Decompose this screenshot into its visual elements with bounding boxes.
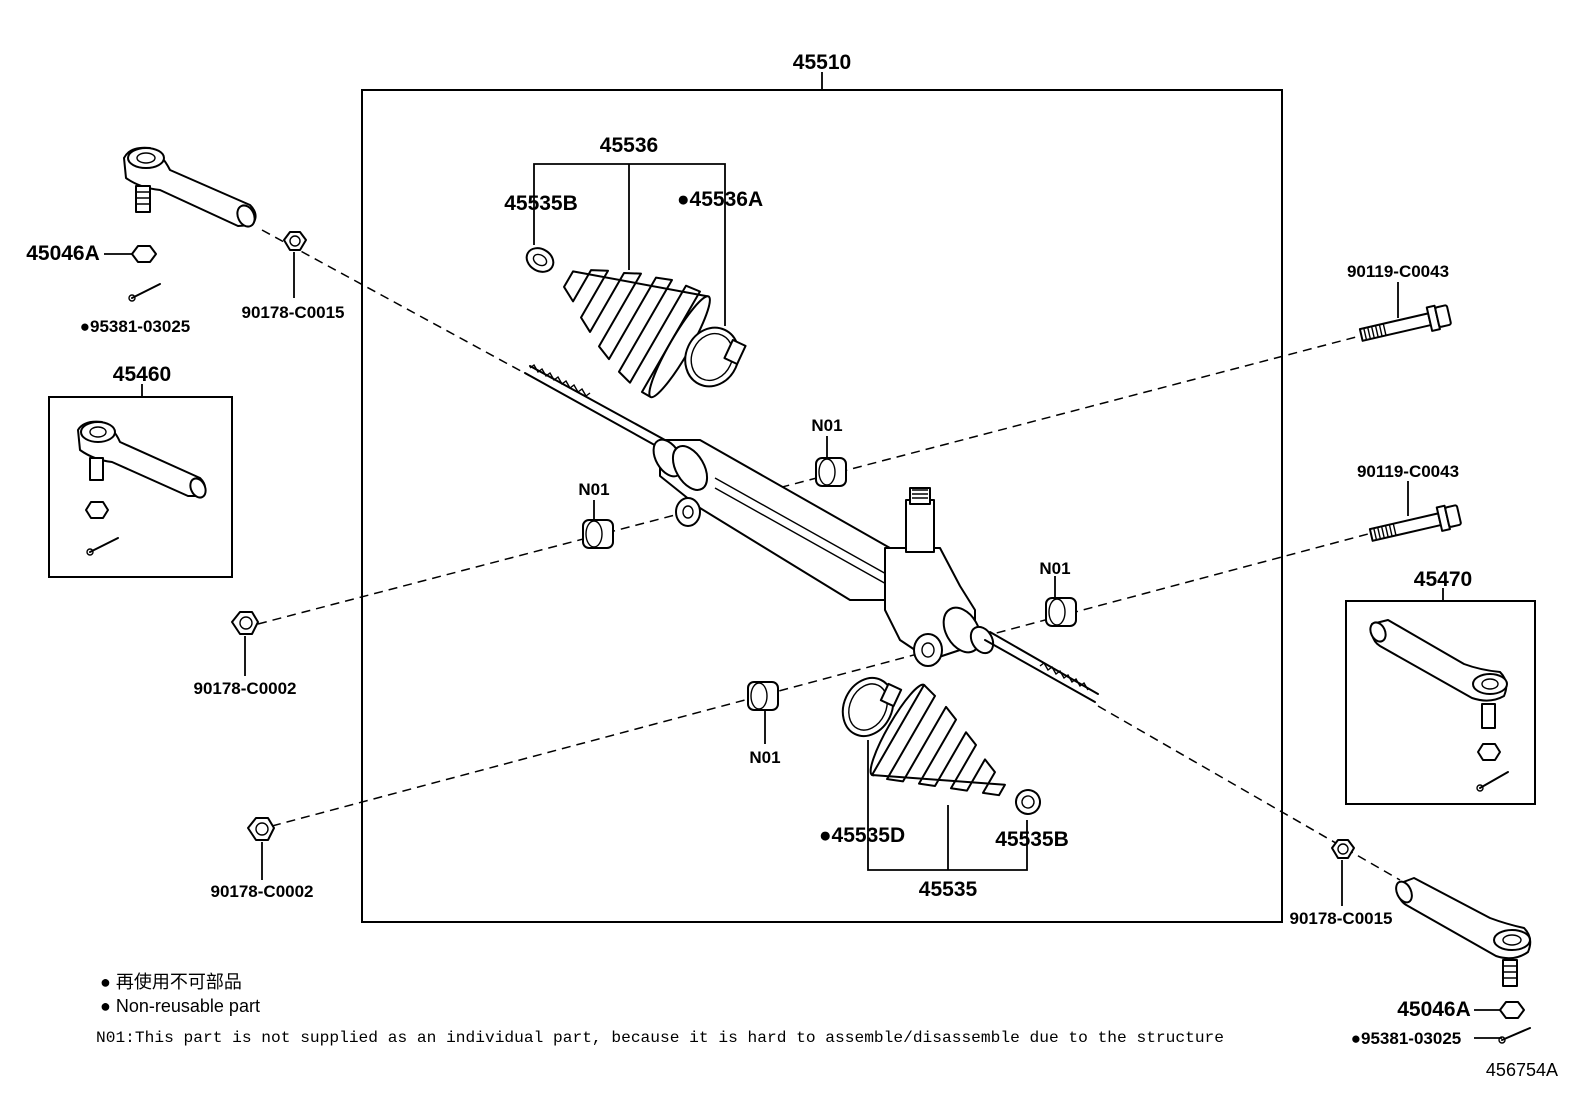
label-n01-d: N01 <box>749 748 780 767</box>
label-90178-c0015-lower: 90178-C0015 <box>1289 909 1392 928</box>
label-95381-bottom: ●95381-03025 <box>1351 1029 1461 1048</box>
nut-90178-c0015-upper-icon <box>283 231 307 251</box>
label-90178-c0002-lower: 90178-C0002 <box>210 882 313 901</box>
boot-set-upper-group: 45536 45535B ●45536A <box>504 134 763 399</box>
legend-n01-note: N01:This part is not supplied as an indi… <box>96 1029 1224 1047</box>
label-45535: 45535 <box>919 878 978 901</box>
label-45046a-top: 45046A <box>26 242 100 265</box>
boot-bellows-upper-icon <box>563 269 711 399</box>
nut-90178-c0015-lower-icon <box>1331 839 1355 859</box>
tie-rod-end-kit-left: 45460 <box>48 363 233 578</box>
nut-left-mid-icon <box>231 611 259 635</box>
figure-id: 456754A <box>1486 1060 1558 1080</box>
label-45510: 45510 <box>793 51 851 74</box>
clamp-small-upper-icon <box>525 247 555 273</box>
legend-non-reusable-jp: ● 再使用不可部品 <box>100 972 242 992</box>
nut-45046a-top-icon <box>131 245 157 263</box>
axis-bolt-lower <box>271 533 1369 827</box>
clamp-large-upper-icon <box>684 326 747 388</box>
tie-rod-end-top-left-icon <box>123 146 257 228</box>
cotter-pin-bottom-icon <box>1474 1027 1531 1044</box>
nut-left-low-icon <box>247 817 275 841</box>
label-45535b-upper: 45535B <box>504 192 578 215</box>
clamp-large-lower-icon <box>841 676 903 738</box>
cotter-pin-top-icon <box>128 283 161 302</box>
bolt-upper-right-icon <box>1358 304 1452 342</box>
label-90178-c0002-upper: 90178-C0002 <box>193 679 296 698</box>
grommet-n01-lower: N01 <box>747 681 781 767</box>
axis-tie-rod-left <box>261 229 531 377</box>
label-90178-c0015-upper: 90178-C0015 <box>241 303 344 322</box>
axis-tie-rod-right <box>1097 705 1401 881</box>
label-90119-lower: 90119-C0043 <box>1357 462 1459 481</box>
tie-rod-end-kit-right: 45470 <box>1345 568 1536 805</box>
label-45535d: ●45535D <box>819 824 905 847</box>
label-90119-upper: 90119-C0043 <box>1347 262 1449 281</box>
axis-bolt-upper <box>257 335 1361 625</box>
label-45460: 45460 <box>113 363 171 386</box>
label-n01-c: N01 <box>1039 559 1070 578</box>
label-n01-a: N01 <box>811 416 842 435</box>
grommet-n01-upper-right: N01 <box>811 416 847 487</box>
clamp-small-lower-icon <box>1015 789 1041 815</box>
boot-set-lower-group: ●45535D 45535B 45535 <box>819 676 1069 901</box>
assembly-frame <box>361 89 1283 923</box>
label-45046a-bottom: 45046A <box>1397 998 1471 1021</box>
bolt-lower-right-icon <box>1368 504 1462 542</box>
label-45536a: ●45536A <box>677 188 763 211</box>
grommet-n01-left: N01 <box>578 480 614 549</box>
steering-rack-icon <box>524 363 1099 703</box>
label-95381-top: ●95381-03025 <box>80 317 190 336</box>
label-45470: 45470 <box>1414 568 1472 591</box>
label-n01-b: N01 <box>578 480 609 499</box>
boot-bellows-lower-icon <box>869 683 1006 797</box>
grommet-n01-right: N01 <box>1039 559 1077 627</box>
label-45535b-lower: 45535B <box>995 828 1069 851</box>
label-45536: 45536 <box>600 134 658 157</box>
legend-non-reusable-en: ● Non-reusable part <box>100 996 260 1016</box>
nut-45046a-bottom-icon <box>1499 1001 1525 1019</box>
tie-rod-end-bottom-right-icon <box>1395 877 1532 987</box>
